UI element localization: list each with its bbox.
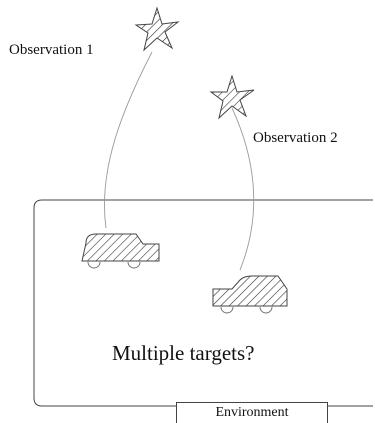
car-2-icon	[212, 275, 288, 314]
trajectory-to-observation-1	[104, 51, 153, 229]
observation-1-label: Observation 1	[9, 42, 94, 58]
trajectory-to-observation-2	[231, 107, 255, 271]
observation-1-star-icon	[134, 6, 180, 52]
observation-2-star-icon	[209, 74, 255, 120]
multiple-targets-question: Multiple targets?	[112, 341, 255, 365]
observation-2-label: Observation 2	[253, 130, 338, 146]
environment-label: Environment	[176, 402, 328, 423]
environment-boundary	[33, 199, 373, 407]
car-1-icon	[81, 233, 160, 269]
